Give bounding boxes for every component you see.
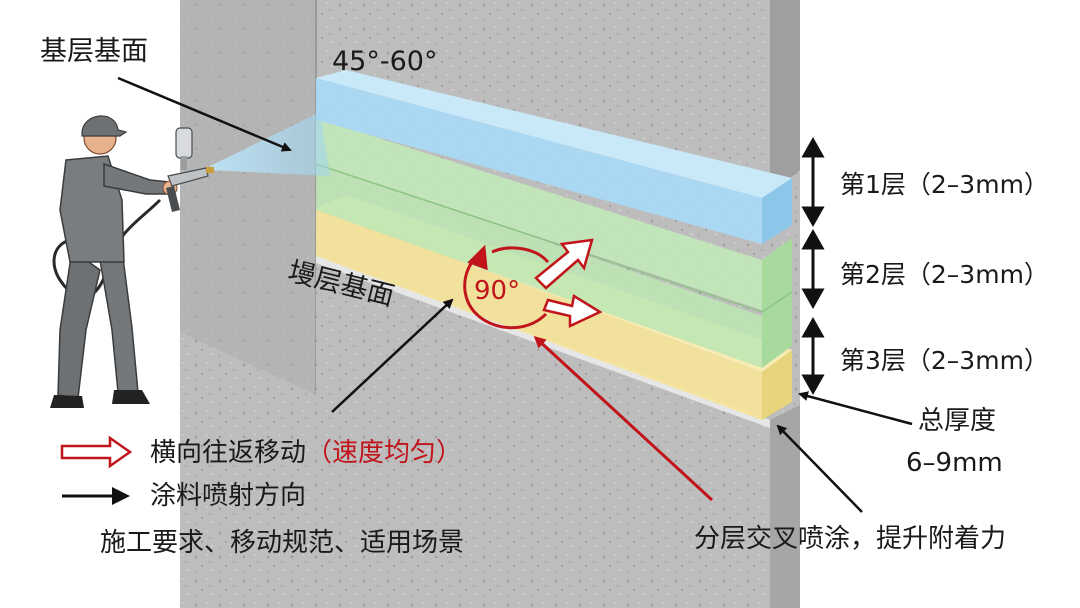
angle-label: 45°-60°: [332, 48, 437, 75]
worker-figure: [50, 116, 177, 408]
legend-move-text: 横向往返移动: [150, 438, 306, 468]
legend-spray: 涂料喷射方向: [150, 483, 306, 509]
total-thickness-label: 总厚度: [918, 408, 996, 434]
legend-move: 横向往返移动（速度均匀）: [150, 440, 462, 466]
angle-90-label: 90°: [474, 278, 520, 304]
total-thickness-value: 6–9mm: [906, 450, 1003, 476]
bottom-note: 分层交叉喷涂，提升附着力: [694, 526, 1006, 552]
solid-arrow-icon: [62, 487, 130, 505]
double-arrow-icon: [804, 140, 822, 392]
legend-summary: 施工要求、移动规范、适用场景: [100, 530, 464, 556]
legend-move-icon: [62, 438, 130, 466]
base-surface-label: 基层基面: [40, 38, 148, 65]
legend-move-note: （速度均匀）: [306, 438, 462, 468]
layer-1-label: 第1层（2–3mm）: [840, 172, 1049, 197]
watermark: 豆包AI生成: [932, 562, 1025, 580]
layer-2-label: 第2层（2–3mm）: [840, 262, 1049, 287]
layer-3-label: 第3层（2–3mm）: [840, 348, 1049, 373]
